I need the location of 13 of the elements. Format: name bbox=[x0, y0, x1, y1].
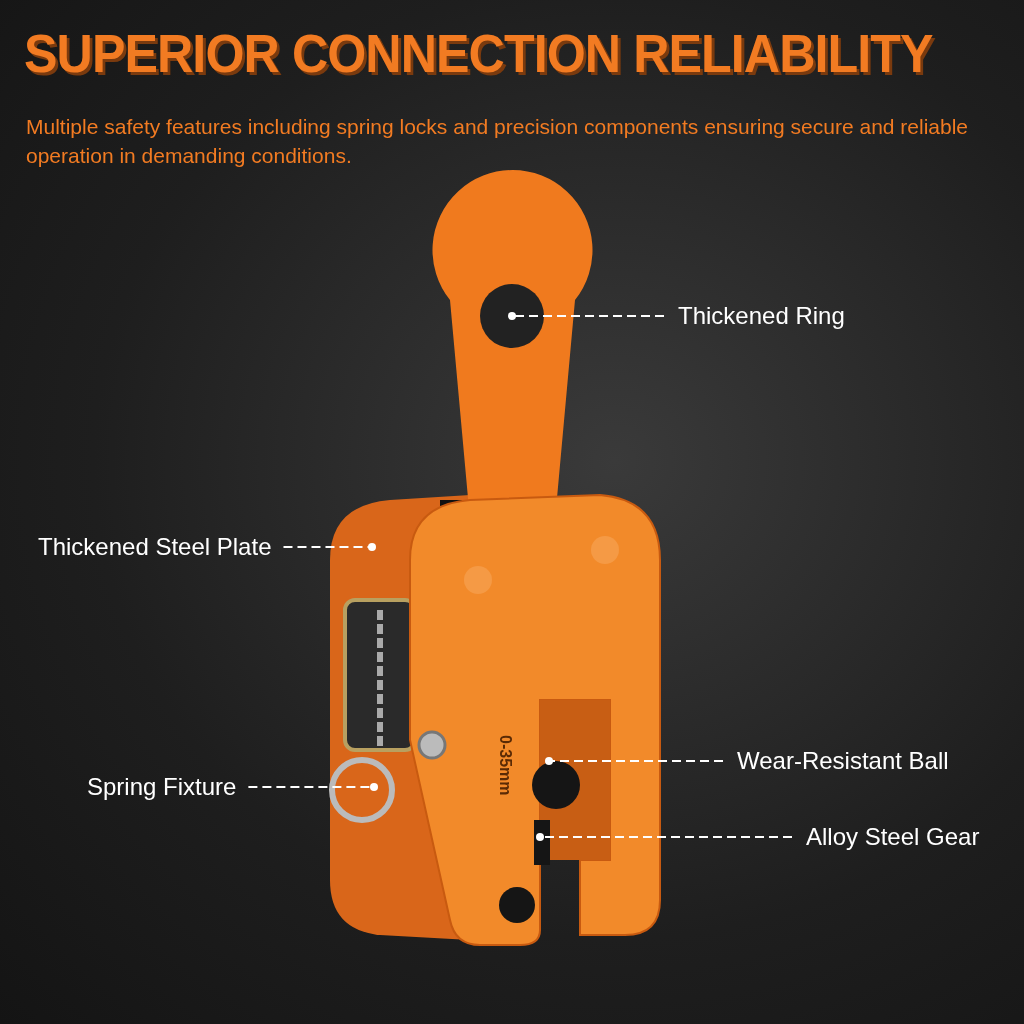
callout-label: Thickened Steel Plate bbox=[38, 532, 272, 562]
title: SUPERIOR CONNECTION RELIABILITY bbox=[24, 22, 933, 84]
callout-label: Spring Fixture bbox=[87, 772, 237, 802]
subtitle: Multiple safety features including spring locks and precision components ensuring secure and reliable operation in demanding conditions. bbox=[26, 114, 970, 169]
leader-line bbox=[545, 757, 724, 765]
leader-line bbox=[536, 833, 793, 841]
leader-line bbox=[282, 543, 376, 551]
callout-label: Wear-Resistant Ball bbox=[737, 746, 949, 776]
leader-line bbox=[247, 783, 378, 791]
callout-label: Thickened Ring bbox=[678, 301, 845, 331]
leader-line bbox=[508, 312, 665, 320]
engraved-marking: 0-35mm bbox=[497, 735, 514, 796]
callout-label: Alloy Steel Gear bbox=[806, 822, 980, 852]
